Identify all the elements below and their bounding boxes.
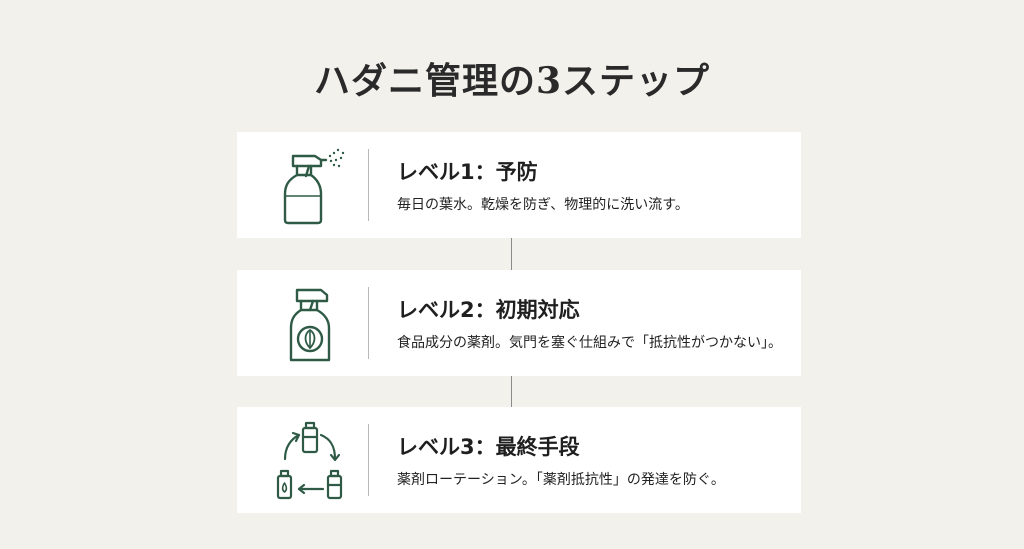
step-heading: レベル2：初期対応 <box>397 298 580 322</box>
step-description: 食品成分の薬剤。気門を塞ぐ仕組みで「抵抗性がつかない」。 <box>397 335 782 351</box>
step-description: 薬剤ローテーション。「薬剤抵抗性」の発達を防ぐ。 <box>397 472 725 488</box>
step-heading: レベル3：最終手段 <box>397 435 580 459</box>
step-card-level-3: レベル3：最終手段 薬剤ローテーション。「薬剤抵抗性」の発達を防ぐ。 <box>237 407 801 513</box>
step-heading: レベル1：予防 <box>397 160 538 184</box>
step-connector-1 <box>511 238 512 270</box>
rotation-bottles-icon <box>271 419 351 501</box>
step-card-level-2: レベル2：初期対応 食品成分の薬剤。気門を塞ぐ仕組みで「抵抗性がつかない」。 <box>237 270 801 376</box>
step-description: 毎日の葉水。乾燥を防ぎ、物理的に洗い流す。 <box>397 197 689 213</box>
step-connector-2 <box>511 376 512 407</box>
card-divider <box>368 424 369 496</box>
card-divider <box>368 287 369 359</box>
card-divider <box>368 149 369 221</box>
page-title: ハダニ管理の3ステップ <box>313 60 711 102</box>
leaf-spray-bottle-icon <box>271 282 351 364</box>
spray-bottle-icon <box>271 144 351 226</box>
step-card-level-1: レベル1：予防 毎日の葉水。乾燥を防ぎ、物理的に洗い流す。 <box>237 132 801 238</box>
